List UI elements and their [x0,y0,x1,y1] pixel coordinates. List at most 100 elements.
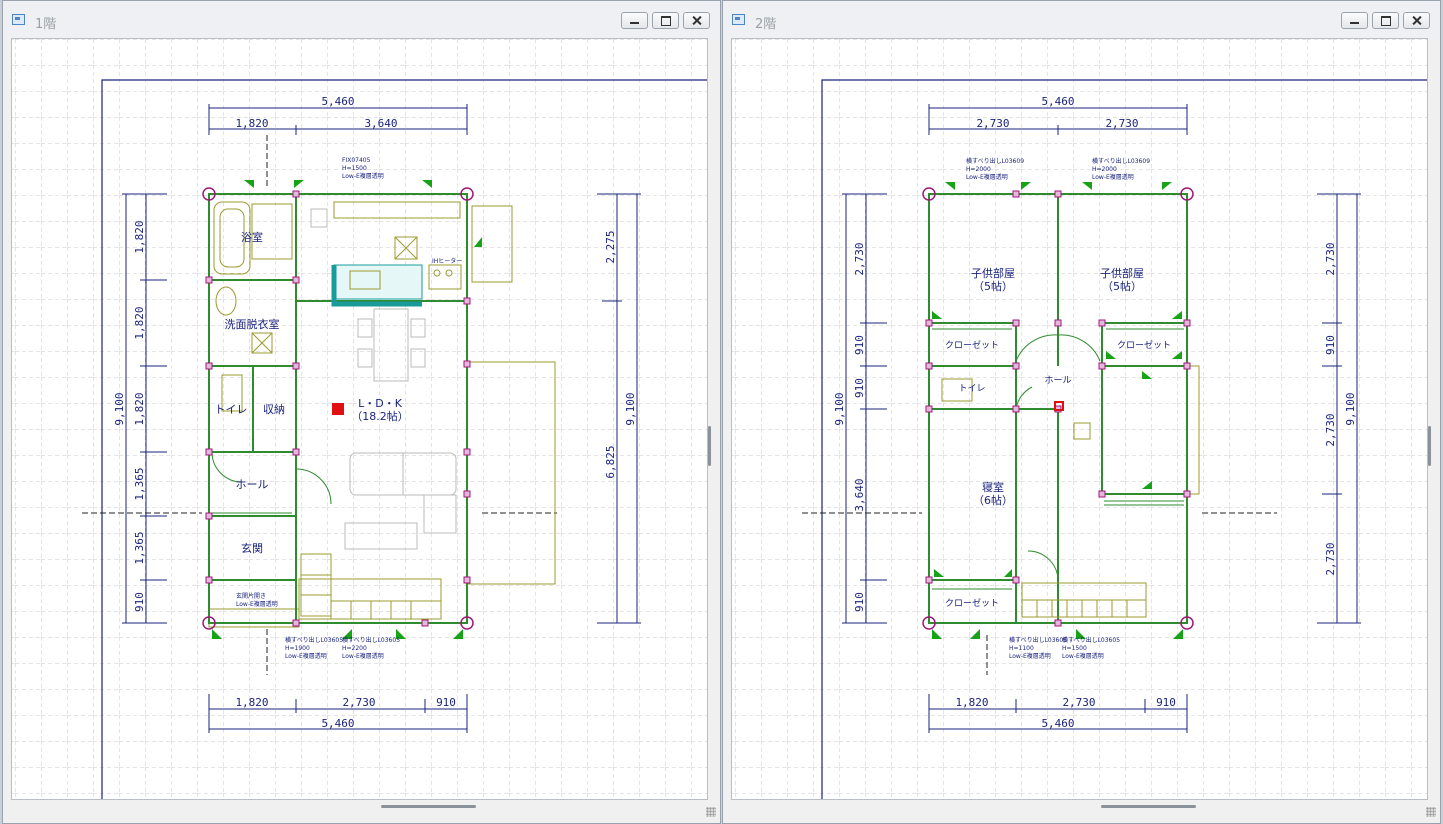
room-label: 子供部屋 [1100,266,1144,280]
room-label: ホール [236,478,269,491]
maximize-button[interactable] [1372,12,1399,29]
window-note: H=2200 [342,645,367,652]
room-label: クローゼット [945,339,999,351]
room-size: （6帖） [973,494,1013,507]
window-note: H=1500 [1062,645,1087,652]
dim-top-part: 1,820 [235,117,268,130]
dim-left-part: 910 [853,335,866,355]
horizontal-scroll-thumb[interactable] [381,805,476,808]
frame-line [821,79,1427,799]
dim-left-part: 1,820 [133,220,146,253]
dim-left-total: 9,100 [833,392,846,425]
room-label: クローゼット [945,597,999,609]
horizontal-scroll-thumb[interactable] [1101,805,1196,808]
dim-left-part: 910 [853,378,866,398]
window-note: Low-E複層透明 [342,172,384,180]
room-label: 浴室 [241,230,263,244]
window-note: Low-E複層透明 [1092,173,1134,181]
floor1-window[interactable]: 1階 5,460 1,820 3,640 [2,0,721,824]
dim-left-part: 1,820 [133,392,146,425]
window-note: 横すべり出しL03605 [1062,636,1120,644]
dim-left-total: 9,100 [113,392,126,425]
window-icon [12,14,25,25]
horizontal-scrollbar[interactable] [731,801,1428,817]
dim-left-part: 910 [133,592,146,612]
vertical-scroll-thumb[interactable] [1428,426,1431,466]
window-note: Low-E複層透明 [966,173,1008,181]
dim-right-part: 2,730 [1324,542,1337,575]
dim-top-total: 5,460 [1041,95,1074,108]
window-note: 横すべり出しL03605 [1009,636,1067,644]
dim-bottom-part: 2,730 [1062,696,1095,709]
dim-bottom-part: 2,730 [342,696,375,709]
room-size: （5帖） [1102,280,1142,293]
dim-left-part: 3,640 [853,478,866,511]
floor2-plan: 5,460 2,730 2,730 1,820 2,730 910 5,460 … [732,39,1427,799]
maximize-button[interactable] [652,12,679,29]
room-label: 寝室 [982,480,1004,494]
window-note: 横すべり出しL03605 [285,636,343,644]
close-button[interactable] [683,12,710,29]
dim-left-part: 1,365 [133,531,146,564]
dim-bottom-part: 1,820 [955,696,988,709]
room-size: （5帖） [973,280,1013,293]
room-label: クローゼット [1117,339,1171,351]
window-note: Low-E複層透明 [285,652,327,660]
dim-right-part: 910 [1324,335,1337,355]
frame-line [101,79,707,799]
cursor-marker[interactable] [1054,401,1064,411]
window-note: H=1100 [1009,645,1034,652]
window-note: H=2000 [1092,166,1117,173]
room-size: （18.2帖） [351,410,409,423]
grid [732,39,1427,799]
room-label: 子供部屋 [971,266,1015,280]
window-note: Low-E複層透明 [1062,652,1104,660]
room-label: ホール [1044,375,1071,386]
dim-right-part: 2,275 [604,230,617,263]
room-label: 洗面脱衣室 [225,317,280,331]
window-note: 横すべり出しL03609 [966,157,1024,165]
equipment-note: IHヒーター [432,257,462,265]
window-note: Low-E複層透明 [1009,652,1051,660]
dim-right-total: 9,100 [624,392,637,425]
window-note: 横すべり出しL03605 [342,636,400,644]
room-label: L・D・K [358,397,403,410]
dim-bottom-part: 910 [436,696,456,709]
dim-bottom-total: 5,460 [1041,717,1074,730]
dim-left-part: 2,730 [853,242,866,275]
room-label: 収納 [263,403,285,416]
room-label: トイレ [958,384,985,394]
window-note: FIX07405 [342,157,371,164]
close-button[interactable] [1403,12,1430,29]
grid [12,39,707,799]
window-note: H=1900 [285,645,310,652]
dim-right-total: 9,100 [1344,392,1357,425]
window-note: Low-E複層透明 [236,600,278,608]
floor1-titlebar[interactable]: 1階 [3,1,720,39]
floor2-drawing-canvas[interactable]: 5,460 2,730 2,730 1,820 2,730 910 5,460 … [731,38,1428,800]
window-note: 横すべり出しL03609 [1092,157,1150,165]
dim-top-part: 2,730 [1105,117,1138,130]
floor1-drawing-canvas[interactable]: 5,460 1,820 3,640 1,820 2,730 910 5,460 … [11,38,708,800]
minimize-button[interactable] [1341,12,1368,29]
floor2-window[interactable]: 2階 5,460 2,730 2,730 [722,0,1441,824]
vertical-scroll-thumb[interactable] [708,426,711,466]
window-note: 玄関片開き [236,592,266,600]
resize-grip[interactable] [706,807,716,817]
dim-left-part: 910 [853,592,866,612]
dim-top-total: 5,460 [321,95,354,108]
window-title: 2階 [755,17,777,32]
dim-left-part: 1,365 [133,467,146,500]
floor2-titlebar[interactable]: 2階 [723,1,1440,39]
room-label: 玄関 [241,541,263,555]
dim-top-part: 2,730 [976,117,1009,130]
cursor-marker[interactable] [332,403,344,415]
floor1-plan: 5,460 1,820 3,640 1,820 2,730 910 5,460 … [12,39,707,799]
room-label: トイレ [215,403,248,416]
horizontal-scrollbar[interactable] [11,801,708,817]
dim-bottom-part: 910 [1156,696,1176,709]
resize-grip[interactable] [1426,807,1436,817]
dim-bottom-part: 1,820 [235,696,268,709]
minimize-button[interactable] [621,12,648,29]
window-note: Low-E複層透明 [342,652,384,660]
